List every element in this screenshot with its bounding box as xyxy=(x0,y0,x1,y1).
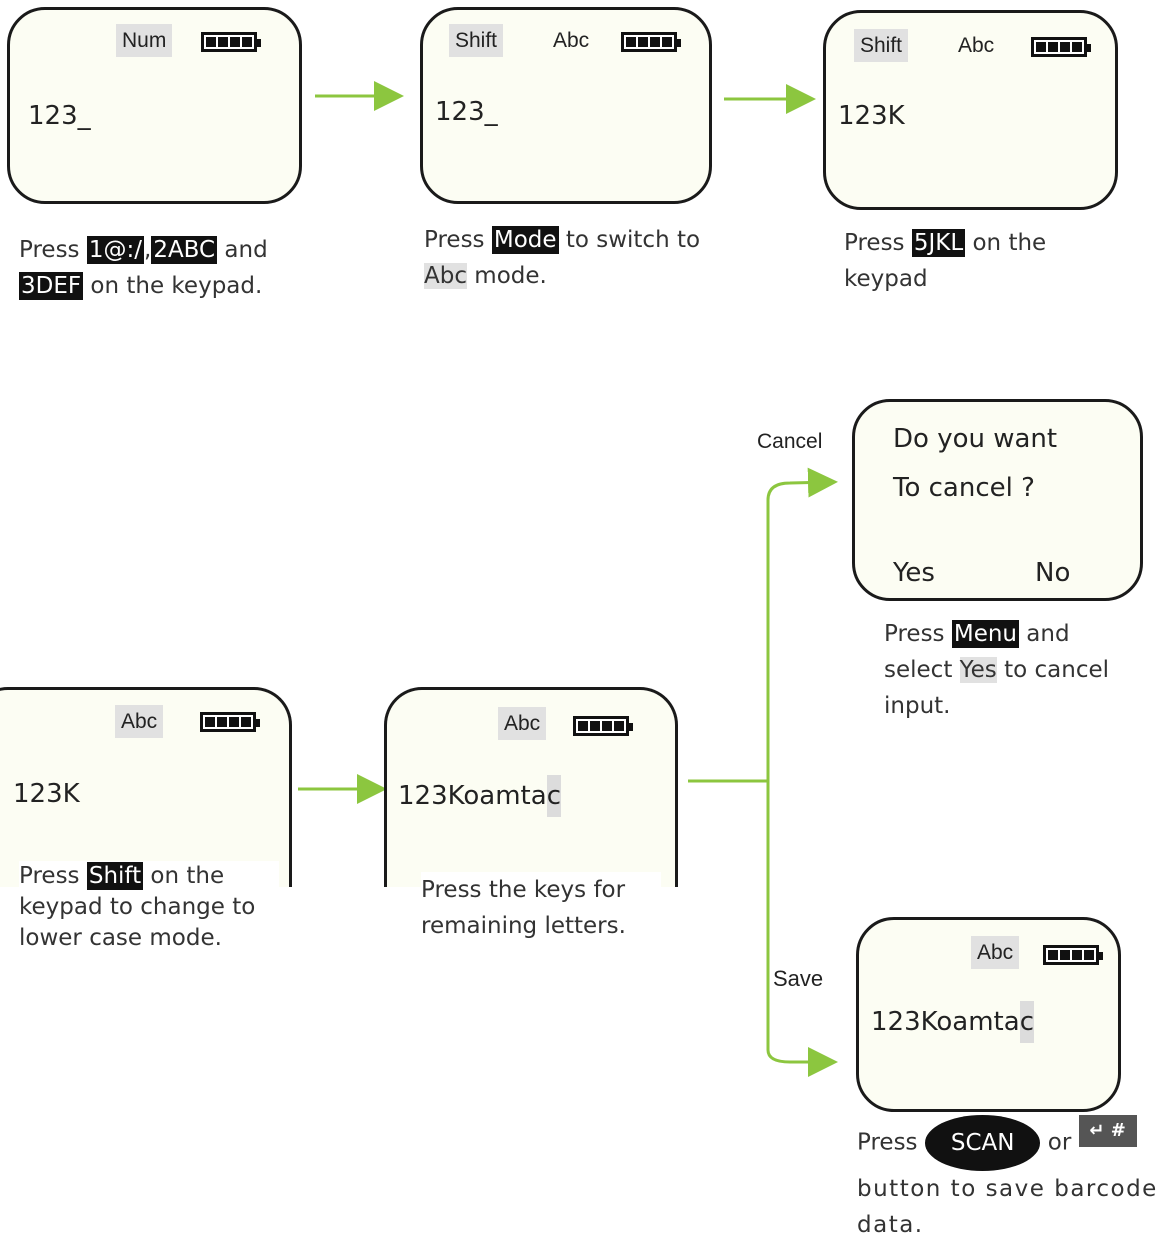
cursor: c xyxy=(1019,1001,1034,1043)
shift-tag: Shift xyxy=(854,29,909,63)
mode-tag: Abc xyxy=(553,29,590,52)
battery-icon xyxy=(621,32,681,52)
input-display: 123Koamtac xyxy=(398,775,561,817)
battery-icon xyxy=(1043,945,1103,965)
mode-tag: Abc xyxy=(115,705,164,739)
branch-label-save: Save xyxy=(773,966,824,991)
caption-step5: Press the keys for remaining letters. xyxy=(421,872,661,944)
screen-num-mode: Num 123_ xyxy=(7,7,302,204)
dialog-line2: To cancel ? xyxy=(893,473,1035,503)
battery-icon xyxy=(573,716,633,736)
screen-mode-switch: Shift Abc 123_ xyxy=(420,7,712,204)
key-3: 3DEF xyxy=(19,272,84,300)
caption-step1: Press 1@:/,2ABC and 3DEF on the keypad. xyxy=(19,236,268,300)
shift-tag: Shift xyxy=(449,24,504,58)
input-display: 123_ xyxy=(435,97,498,127)
scan-button-icon: SCAN xyxy=(924,1115,1041,1171)
caption-step3: Press 5JKL on the keypad xyxy=(844,229,1047,292)
screen-typing: Abc 123Koamtac xyxy=(384,687,678,887)
screen-letter-k: Shift Abc 123K xyxy=(823,10,1118,210)
battery-icon xyxy=(200,712,260,732)
input-display: 123K xyxy=(13,779,80,809)
cursor: c xyxy=(546,775,561,817)
input-display: 123Koamtac xyxy=(871,1001,1034,1043)
caption-step2: Press Mode to switch to Abc mode. xyxy=(424,226,701,289)
battery-icon xyxy=(1031,37,1091,57)
mode-tag: Num xyxy=(116,24,173,58)
caption-step4: Press Shift on the keypad to change to l… xyxy=(19,861,279,954)
branch-label-cancel: Cancel xyxy=(757,430,823,453)
key-1: 1@:/ xyxy=(86,236,144,264)
input-display: 123K xyxy=(838,101,905,131)
key-2: 2ABC xyxy=(151,236,218,264)
battery-icon xyxy=(201,32,261,52)
screen-cancel-dialog: Do you want To cancel ? Yes No xyxy=(852,399,1143,601)
dialog-line1: Do you want xyxy=(893,424,1058,454)
mode-tag: Abc xyxy=(958,34,995,57)
dialog-yes[interactable]: Yes xyxy=(893,558,935,588)
mode-tag: Abc xyxy=(498,707,547,741)
screen-save: Abc 123Koamtac xyxy=(856,917,1121,1112)
screen-shift: Abc 123K xyxy=(0,687,292,887)
key-menu: Menu xyxy=(951,620,1019,648)
dialog-no[interactable]: No xyxy=(1035,558,1071,588)
key-shift: Shift xyxy=(86,862,144,890)
key-5: 5JKL xyxy=(911,229,966,257)
enter-hash-key-icon: ↵ # xyxy=(1078,1115,1137,1147)
arrow-right-icon xyxy=(766,1047,838,1077)
mode-tag: Abc xyxy=(971,936,1020,970)
input-display: 123_ xyxy=(28,101,91,131)
caption-save: Press SCAN or ↵ # button to save barcode… xyxy=(857,1115,1162,1243)
key-mode: Mode xyxy=(491,226,559,254)
caption-cancel: Press Menu and select Yes to cancel inpu… xyxy=(884,620,1110,719)
